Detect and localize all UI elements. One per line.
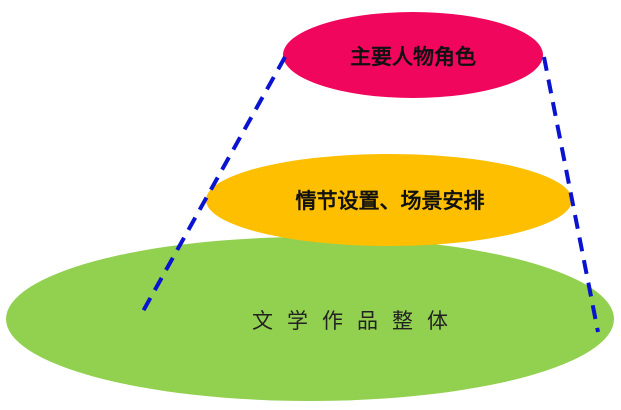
left-dashed-connector xyxy=(140,56,287,314)
middle-ellipse-plot-scene xyxy=(206,154,572,246)
top-ellipse-main-characters xyxy=(283,12,543,98)
bottom-ellipse-literary-work xyxy=(6,237,614,401)
middle-layer-label: 情节设置、场景安排 xyxy=(296,188,485,213)
bottom-layer-label: 文学作品整体 xyxy=(252,309,462,333)
right-dashed-connector xyxy=(542,56,600,333)
top-layer-label: 主要人物角色 xyxy=(350,44,476,69)
